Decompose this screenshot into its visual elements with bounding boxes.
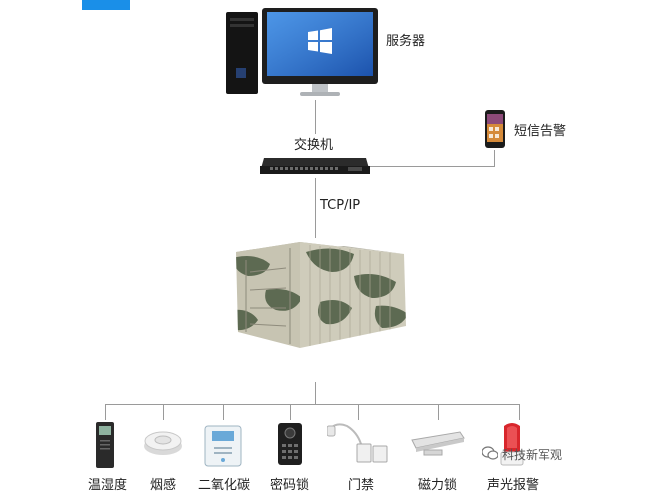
drop-7	[519, 404, 520, 420]
watermark-text: 科技新军观	[502, 448, 563, 462]
drop-2	[163, 404, 164, 420]
drop-3	[223, 404, 224, 420]
sms-label: 短信告警	[514, 124, 567, 139]
drop-1	[105, 404, 106, 420]
smoke-detector-icon	[143, 428, 183, 456]
sensor-label-temp-humidity: 温湿度	[88, 478, 128, 493]
sensor-label-password-lock: 密码锁	[270, 478, 310, 493]
door-access-icon	[327, 422, 389, 466]
switch-label: 交换机	[294, 138, 334, 153]
protocol-label: TCP/IP	[320, 198, 361, 213]
sensor-label-smoke: 烟感	[150, 478, 177, 493]
network-switch	[260, 152, 370, 178]
link-switch-sms	[370, 166, 495, 167]
server-label: 服务器	[386, 34, 426, 49]
drop-6	[438, 404, 439, 420]
wechat-icon	[482, 446, 498, 460]
sensor-label-magnetic-lock: 磁力锁	[418, 478, 458, 493]
sensor-label-door-access: 门禁	[348, 478, 375, 493]
sensor-label-co2: 二氧化碳	[198, 478, 251, 493]
temperature-humidity-sensor-icon	[94, 422, 116, 468]
drop-5	[358, 404, 359, 420]
corner-accent	[82, 0, 130, 10]
camouflage-container	[236, 232, 408, 350]
link-switch-container	[315, 178, 316, 238]
password-lock-icon	[277, 422, 303, 466]
magnetic-lock-icon	[410, 428, 466, 458]
sound-light-alarm-icon	[499, 422, 525, 466]
server-computer	[222, 8, 382, 100]
phone-icon	[485, 110, 505, 148]
sensor-label-alarm: 声光报警	[487, 478, 540, 493]
link-sms-vertical	[494, 150, 495, 167]
co2-sensor-icon	[204, 425, 242, 467]
link-container-bus	[315, 382, 316, 404]
drop-4	[290, 404, 291, 420]
link-server-switch	[315, 100, 316, 134]
sensor-bus	[105, 404, 520, 405]
